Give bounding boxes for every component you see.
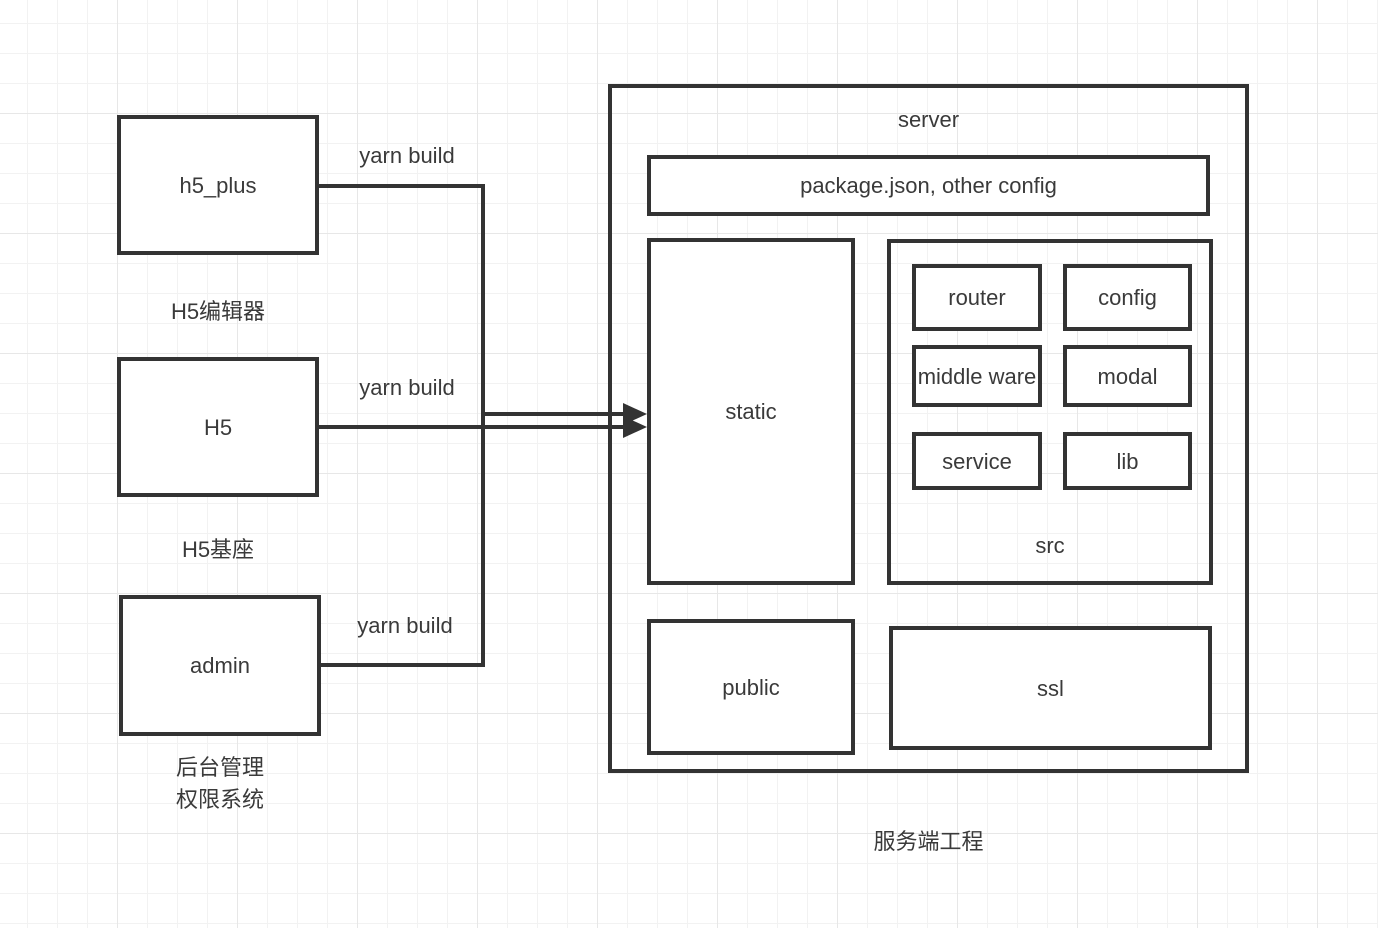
caption-server: 服务端工程 [873, 829, 984, 854]
edge-label-h5plus: yarn build [359, 143, 455, 168]
src-label: src [1035, 533, 1065, 558]
caption-h5plus: H5编辑器 [117, 294, 319, 326]
node-admin-label: admin [190, 653, 250, 678]
node-modal-label: modal [1097, 363, 1158, 389]
node-config: config [1063, 264, 1192, 331]
src-container: router config middle ware modal service … [887, 239, 1213, 585]
node-lib: lib [1063, 432, 1192, 490]
connector-h5plus-horizontal [318, 184, 483, 188]
node-service: service [912, 432, 1042, 490]
node-config-bar-label: package.json, other config [800, 173, 1057, 198]
caption-h5-text: H5基座 [181, 537, 255, 562]
connector-bus-to-static [483, 412, 623, 416]
node-middleware: middle ware [912, 345, 1042, 407]
node-config-bar: package.json, other config [647, 155, 1210, 216]
node-service-label: service [942, 448, 1012, 474]
edge-label-h5: yarn build [359, 375, 455, 400]
node-public: public [647, 619, 855, 755]
node-static: static [647, 238, 855, 585]
caption-h5plus-text: H5编辑器 [170, 299, 266, 324]
caption-h5: H5基座 [117, 532, 319, 564]
edge-label-admin: yarn build [357, 613, 453, 638]
node-h5-label: H5 [203, 414, 233, 440]
caption-admin-line2: 权限系统 [175, 787, 264, 812]
caption-admin: 后台管理 权限系统 [119, 752, 321, 816]
node-config-label: config [1098, 285, 1157, 310]
node-ssl: ssl [889, 626, 1212, 750]
node-h5plus: h5_plus [117, 115, 319, 255]
node-middleware-label: middle ware [917, 363, 1037, 389]
node-h5: H5 [117, 357, 319, 497]
server-container: server package.json, other config static… [608, 84, 1249, 773]
node-router: router [912, 264, 1042, 331]
server-title: server [897, 107, 960, 132]
node-h5plus-label: h5_plus [179, 172, 257, 198]
node-admin: admin [119, 595, 321, 736]
node-router-label: router [948, 285, 1006, 310]
connector-admin-horizontal [320, 663, 485, 667]
connector-arrowhead-bottom [623, 416, 647, 438]
node-modal: modal [1063, 345, 1192, 407]
node-ssl-label: ssl [1037, 675, 1064, 701]
node-lib-label: lib [1116, 448, 1139, 474]
caption-admin-line1: 后台管理 [175, 755, 264, 780]
node-static-label: static [725, 399, 777, 424]
node-public-label: public [722, 674, 780, 700]
connector-h5-to-static [318, 425, 623, 429]
